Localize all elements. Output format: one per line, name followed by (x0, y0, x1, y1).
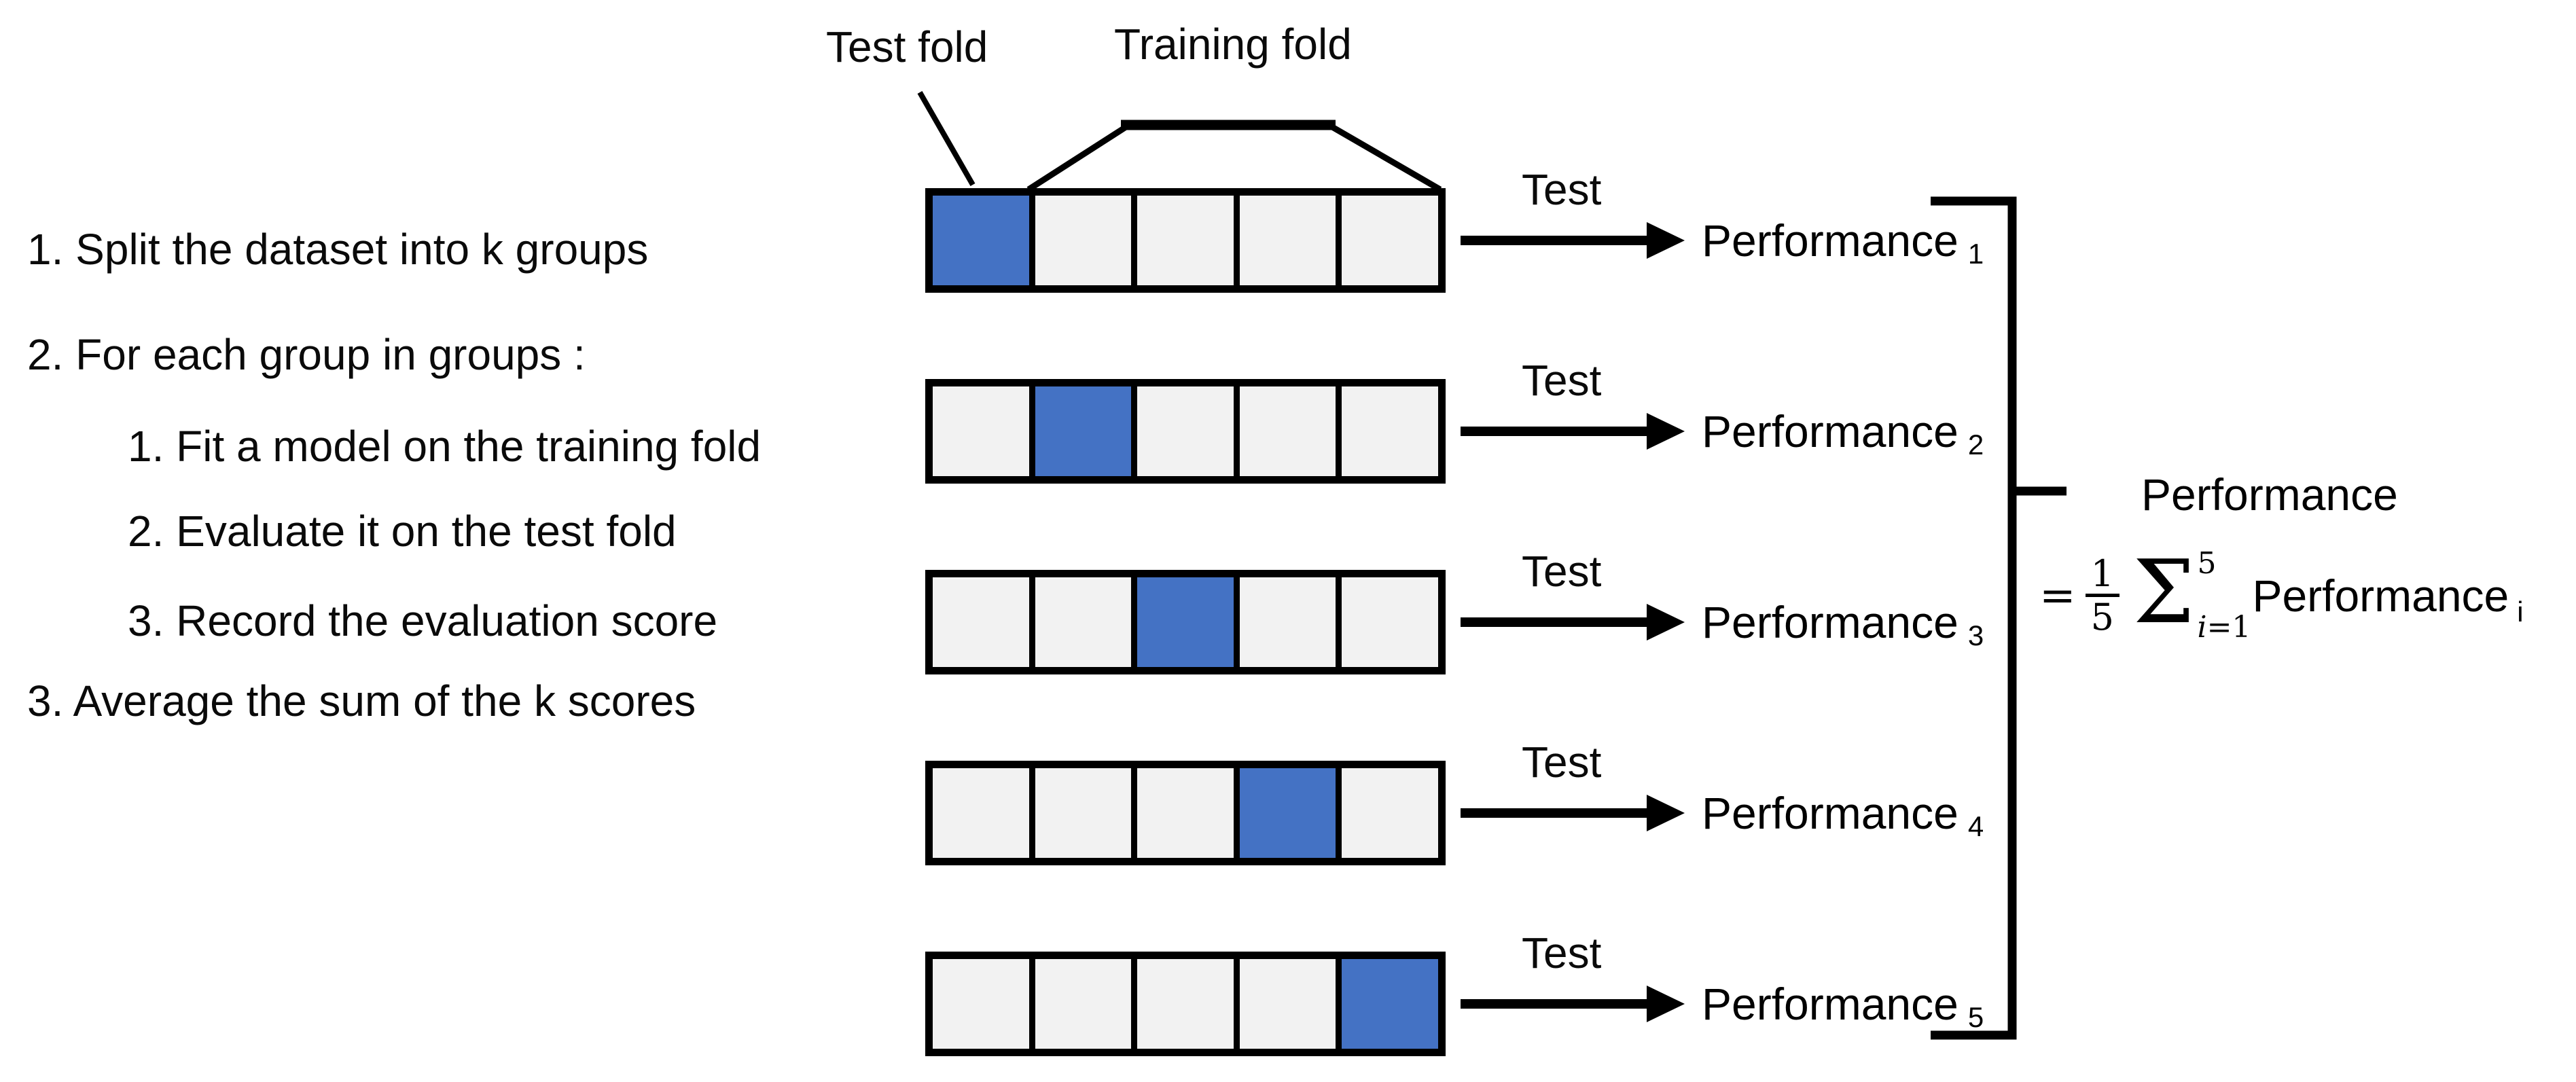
performance-label: Performance 3 (1702, 594, 1984, 651)
training-fold-cell (1239, 577, 1336, 667)
instruction-step: 3. Average the sum of the k scores (27, 677, 696, 725)
training-fold-cell (933, 959, 1029, 1049)
performance-subscript: 4 (1967, 810, 1984, 842)
fold-row (925, 761, 1446, 865)
formula-term-subscript: i (2517, 596, 2524, 628)
fold-row (925, 952, 1446, 1056)
summation-lower-rest: =1 (2206, 610, 2251, 645)
test-arrow-label: Test (1522, 928, 1602, 977)
training-fold-cell (1035, 959, 1132, 1049)
test-arrow-label: Test (1522, 738, 1602, 787)
summation-index-var: i (2197, 610, 2207, 645)
test-fold-cell (1239, 768, 1336, 858)
instruction-step: 3. Record the evaluation score (128, 596, 718, 645)
performance-label: Performance 4 (1702, 785, 1984, 842)
fold-row (925, 570, 1446, 674)
test-fold-leader-line (917, 91, 976, 186)
training-fold-cell (1342, 768, 1438, 858)
training-fold-cell (1239, 959, 1336, 1049)
performance-subscript: 5 (1967, 1001, 1984, 1033)
formula-lhs: Performance (2141, 469, 2398, 520)
training-fold-cell (933, 768, 1029, 858)
training-fold-cell (1137, 196, 1234, 285)
training-fold-cell (1239, 386, 1336, 476)
fraction-numerator: 1 (2090, 552, 2114, 595)
formula-expression: = 1 5 Σ 5 i=1 Performance i (2039, 538, 2524, 653)
training-fold-label: Training fold (1114, 20, 1352, 69)
fold-row (925, 379, 1446, 484)
performance-label: Performance 2 (1702, 403, 1984, 461)
training-fold-cell (933, 577, 1029, 667)
performance-subscript: 3 (1967, 619, 1984, 651)
performance-label: Performance 5 (1702, 975, 1984, 1033)
test-fold-cell (1035, 386, 1132, 476)
formula-equals: = (2039, 571, 2076, 621)
training-fold-cell (1035, 196, 1132, 285)
formula-fraction: 1 5 (2085, 552, 2119, 637)
training-fold-cell (1035, 768, 1132, 858)
test-arrow-head (1647, 795, 1685, 831)
summation: Σ 5 i=1 (2133, 549, 2251, 643)
training-fold-cell (1137, 386, 1234, 476)
test-fold-cell (933, 196, 1029, 285)
summation-upper-limit: 5 (2197, 546, 2217, 581)
summation-limits: 5 i=1 (2197, 549, 2251, 643)
test-arrow-shaft (1461, 617, 1648, 627)
training-fold-trapezoid-right (1327, 122, 1442, 192)
performance-label: Performance 1 (1702, 212, 1984, 270)
performance-word: Performance (1702, 406, 1958, 456)
test-fold-cell (1137, 577, 1234, 667)
formula-term: Performance (2252, 571, 2509, 621)
training-fold-cell (1342, 577, 1438, 667)
test-arrow-head (1647, 413, 1685, 450)
test-arrow-shaft (1461, 427, 1648, 436)
test-arrow-shaft (1461, 999, 1648, 1009)
training-fold-cell (1035, 577, 1132, 667)
test-arrow-head (1647, 604, 1685, 641)
test-arrow-shaft (1461, 808, 1648, 818)
performance-word: Performance (1702, 597, 1958, 647)
sigma-symbol: Σ (2132, 542, 2195, 643)
instruction-step: 1. Split the dataset into k groups (27, 225, 649, 274)
instruction-step: 2. Evaluate it on the test fold (128, 507, 677, 556)
fraction-denominator: 5 (2085, 593, 2119, 637)
training-fold-cell (1137, 959, 1234, 1049)
instruction-step: 1. Fit a model on the training fold (128, 422, 762, 471)
fold-row (925, 188, 1446, 293)
performance-word: Performance (1702, 979, 1958, 1029)
training-fold-cell (1342, 196, 1438, 285)
performance-subscript: 1 (1967, 238, 1984, 270)
test-arrow-label: Test (1522, 547, 1602, 596)
test-fold-cell (1342, 959, 1438, 1049)
summation-lower-limit: i=1 (2197, 613, 2251, 643)
training-fold-cell (1137, 768, 1234, 858)
test-arrow-head (1647, 222, 1685, 259)
training-fold-cell (933, 386, 1029, 476)
performance-word: Performance (1702, 788, 1958, 838)
training-fold-cell (1342, 386, 1438, 476)
performance-subscript: 2 (1967, 429, 1984, 461)
test-arrow-label: Test (1522, 165, 1602, 214)
test-arrow-label: Test (1522, 356, 1602, 405)
test-fold-label: Test fold (826, 22, 988, 71)
training-fold-trapezoid-left (1026, 122, 1131, 192)
test-arrow-head (1647, 986, 1685, 1022)
instruction-step: 2. For each group in groups : (27, 330, 586, 379)
training-fold-cell (1239, 196, 1336, 285)
performance-word: Performance (1702, 215, 1958, 266)
test-arrow-shaft (1461, 236, 1648, 245)
